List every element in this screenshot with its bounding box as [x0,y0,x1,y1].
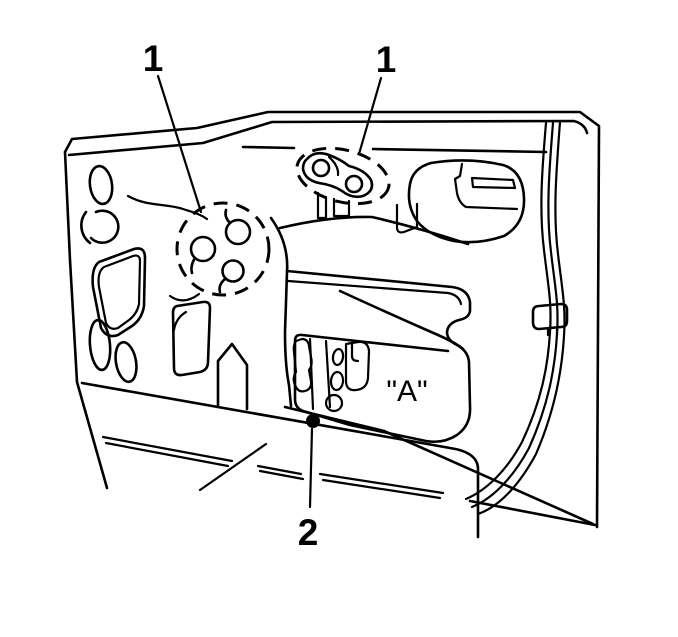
bolt-icon [221,259,245,283]
leader-line [357,76,383,156]
callout-1-left: 1 [143,38,203,214]
glass-reflection-lines [101,435,445,500]
callout-2: 2 [298,414,320,553]
dashed-callout-circle [175,201,271,297]
dashed-callout-ellipse [295,146,391,206]
glass-break-slash [198,442,268,492]
left-access-holes [80,164,147,384]
striker-block [531,302,569,331]
bolt-icon [189,235,217,263]
callout-1-top-label: 1 [376,39,397,80]
handle-cutout [395,159,526,244]
panel-crease-lines [126,194,470,408]
latch-mechanism [292,337,371,413]
bolt-icon [344,174,364,194]
access-hole-label: "A" [386,375,427,408]
bolt-icon [311,158,331,178]
middle-access-holes [171,300,249,411]
callout-1-top: 1 [357,39,397,156]
callout-1-left-label: 1 [143,38,164,79]
window-channel-curves [464,120,569,516]
leader-line [156,74,203,214]
bolt-group-top [295,146,391,220]
bolt-icon [224,218,252,246]
leader-line [308,427,314,509]
bolt-group-left [175,201,271,297]
callout-2-label: 2 [298,512,319,553]
access-opening-A [285,269,472,444]
window-glass [80,381,480,539]
glass-marker-dot [306,414,320,428]
